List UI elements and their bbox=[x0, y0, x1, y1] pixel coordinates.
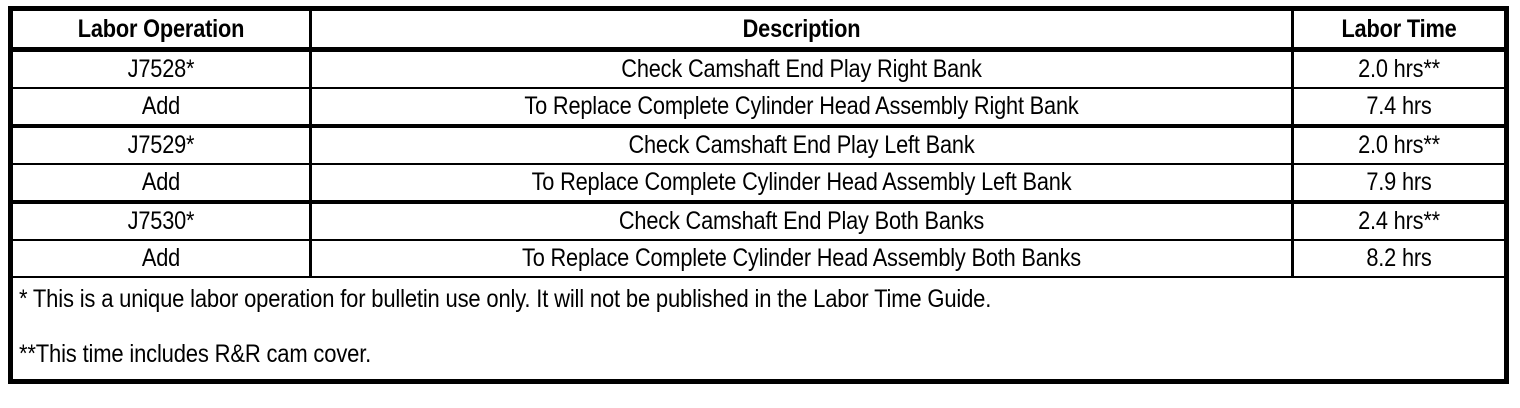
cell-description: To Replace Complete Cylinder Head Assemb… bbox=[310, 88, 1294, 128]
cell-description: Check Camshaft End Play Right Bank bbox=[310, 49, 1294, 89]
table-row: J7530* Check Camshaft End Play Both Bank… bbox=[10, 202, 1507, 241]
cell-labor-operation-value: Add bbox=[141, 168, 181, 196]
column-header-labor-operation-label: Labor Operation bbox=[77, 14, 245, 43]
cell-description-value: To Replace Complete Cylinder Head Assemb… bbox=[524, 92, 1079, 120]
cell-description-value: To Replace Complete Cylinder Head Assemb… bbox=[531, 168, 1072, 196]
cell-description: To Replace Complete Cylinder Head Assemb… bbox=[310, 164, 1294, 204]
cell-labor-operation: J7528* bbox=[10, 49, 312, 89]
table-row: Add To Replace Complete Cylinder Head As… bbox=[10, 88, 1507, 128]
cell-description: Check Camshaft End Play Both Banks bbox=[310, 202, 1294, 241]
cell-labor-time-value: 7.9 hrs bbox=[1366, 168, 1432, 196]
cell-labor-time-value: 2.0 hrs** bbox=[1358, 55, 1440, 83]
cell-labor-time: 7.4 hrs bbox=[1292, 88, 1507, 128]
cell-labor-time: 7.9 hrs bbox=[1292, 164, 1507, 204]
table-row: J7529* Check Camshaft End Play Left Bank… bbox=[10, 126, 1507, 165]
cell-description: To Replace Complete Cylinder Head Assemb… bbox=[310, 240, 1294, 278]
labor-operation-table: Labor Operation Description Labor Time J… bbox=[8, 6, 1509, 384]
cell-labor-operation-value: J7530* bbox=[127, 207, 195, 235]
cell-description-value: Check Camshaft End Play Left Bank bbox=[628, 131, 975, 159]
cell-description-value: Check Camshaft End Play Both Banks bbox=[618, 207, 985, 235]
table-row: Add To Replace Complete Cylinder Head As… bbox=[10, 240, 1507, 278]
cell-labor-operation: J7530* bbox=[10, 202, 312, 241]
cell-labor-operation-value: J7529* bbox=[127, 131, 195, 159]
cell-labor-time-value: 2.4 hrs** bbox=[1358, 207, 1440, 235]
cell-labor-time-value: 2.0 hrs** bbox=[1358, 131, 1440, 159]
cell-labor-operation: J7529* bbox=[10, 126, 312, 165]
table-row: Add To Replace Complete Cylinder Head As… bbox=[10, 164, 1507, 204]
cell-labor-operation-value: Add bbox=[141, 92, 181, 120]
column-header-description: Description bbox=[310, 8, 1294, 52]
table-row: J7528* Check Camshaft End Play Right Ban… bbox=[10, 49, 1507, 89]
footnote-cell: * This is a unique labor operation for b… bbox=[11, 277, 1507, 382]
column-header-labor-operation: Labor Operation bbox=[10, 8, 312, 52]
cell-description: Check Camshaft End Play Left Bank bbox=[310, 126, 1294, 165]
cell-labor-time: 2.0 hrs** bbox=[1292, 49, 1507, 89]
cell-labor-time: 8.2 hrs bbox=[1292, 240, 1507, 278]
footnote-single-asterisk: * This is a unique labor operation for b… bbox=[19, 285, 992, 313]
cell-labor-time: 2.4 hrs** bbox=[1292, 202, 1507, 241]
labor-operation-table-container: Labor Operation Description Labor Time J… bbox=[8, 6, 1509, 384]
column-header-labor-time: Labor Time bbox=[1292, 8, 1507, 52]
footnote-double-asterisk: **This time includes R&R cam cover. bbox=[19, 340, 372, 368]
cell-description-value: To Replace Complete Cylinder Head Assemb… bbox=[521, 244, 1081, 272]
cell-labor-operation: Add bbox=[10, 88, 312, 128]
cell-labor-operation-value: J7528* bbox=[127, 55, 195, 83]
cell-labor-operation-value: Add bbox=[141, 244, 181, 272]
cell-labor-operation: Add bbox=[10, 240, 312, 278]
cell-labor-time-value: 8.2 hrs bbox=[1366, 244, 1432, 272]
column-header-labor-time-label: Labor Time bbox=[1341, 14, 1457, 43]
cell-description-value: Check Camshaft End Play Right Bank bbox=[621, 55, 982, 83]
table-footnote-row: * This is a unique labor operation for b… bbox=[11, 277, 1507, 382]
table-header-row: Labor Operation Description Labor Time bbox=[10, 8, 1507, 52]
cell-labor-time: 2.0 hrs** bbox=[1292, 126, 1507, 165]
cell-labor-time-value: 7.4 hrs bbox=[1366, 92, 1432, 120]
column-header-description-label: Description bbox=[742, 14, 861, 43]
cell-labor-operation: Add bbox=[10, 164, 312, 204]
